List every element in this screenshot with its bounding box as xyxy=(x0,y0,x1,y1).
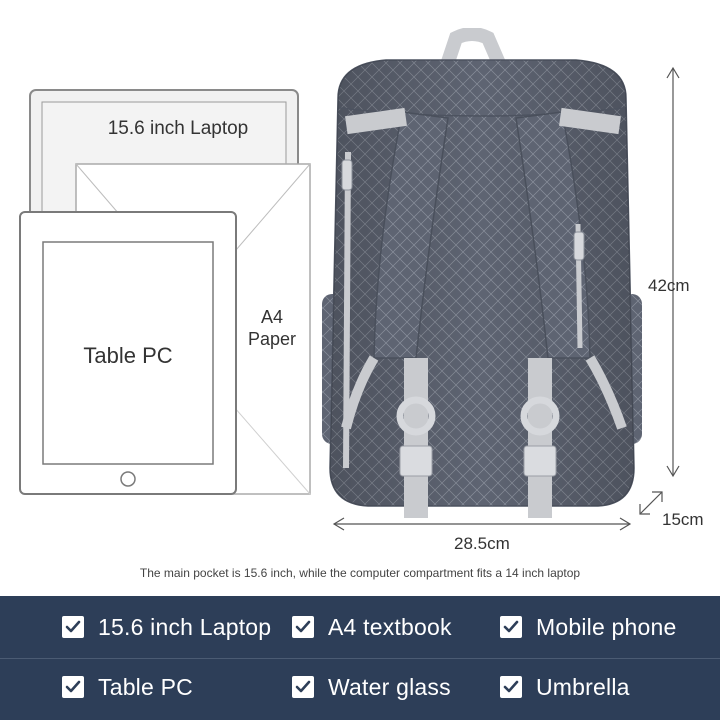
tablet-label: Table PC xyxy=(83,343,173,368)
checkmark-icon xyxy=(62,676,84,698)
checkmark-icon xyxy=(500,676,522,698)
checkmark-icon xyxy=(292,676,314,698)
checklist-item: A4 textbook xyxy=(292,610,452,644)
panel-divider xyxy=(0,658,720,659)
backpack-illustration xyxy=(322,28,642,518)
checklist-label: Umbrella xyxy=(536,673,630,700)
zipper-icon xyxy=(341,159,353,191)
paper-label-line2: Paper xyxy=(247,329,297,349)
checklist-item: Water glass xyxy=(292,670,451,704)
checklist-item: Mobile phone xyxy=(500,610,677,644)
laptop-label: 15.6 inch Laptop xyxy=(107,118,249,139)
depth-arrow xyxy=(639,491,663,515)
checkmark-icon xyxy=(500,616,522,638)
tablet-home-button xyxy=(120,471,136,487)
height-label: 42cm xyxy=(648,276,690,295)
dimension-arrows xyxy=(332,66,680,531)
checkmark-icon xyxy=(292,616,314,638)
checklist-item: Umbrella xyxy=(500,670,630,704)
checklist-label: Water glass xyxy=(328,673,451,700)
checklist-item: 15.6 inch Laptop xyxy=(62,610,271,644)
contents-checklist-panel: 15.6 inch Laptop A4 textbook Mobile phon… xyxy=(0,596,720,720)
paper-label-line1: A4 xyxy=(260,307,284,327)
checklist-item: Table PC xyxy=(62,670,193,704)
buckle-icon xyxy=(396,396,436,436)
checklist-label: A4 textbook xyxy=(328,613,452,640)
top-handle xyxy=(431,28,521,105)
checklist-label: Table PC xyxy=(98,673,193,700)
device-illustrations xyxy=(19,89,311,495)
checkmark-icon xyxy=(62,616,84,638)
checklist-label: 15.6 inch Laptop xyxy=(98,613,272,640)
depth-label: 15cm xyxy=(662,510,704,529)
checklist-label: Mobile phone xyxy=(536,613,677,640)
caption-text: The main pocket is 15.6 inch, while the … xyxy=(139,566,581,580)
width-label: 28.5cm xyxy=(454,534,510,553)
